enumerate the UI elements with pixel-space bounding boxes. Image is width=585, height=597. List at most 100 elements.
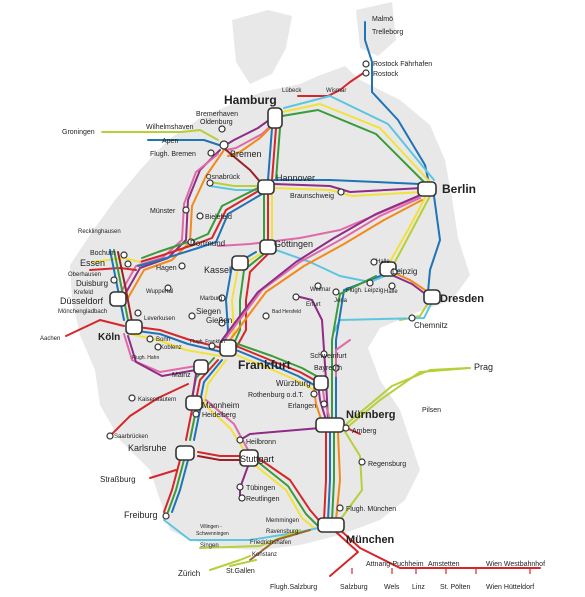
label-prag: Prag	[474, 362, 493, 372]
line-frankfurt-mannheim-c	[203, 359, 227, 405]
label-hagen: Hagen	[156, 265, 177, 272]
label-pilsen: Pilsen	[422, 407, 441, 414]
line-koeln-mainz-a	[123, 333, 197, 373]
line-hamburg-hannover-b	[271, 127, 277, 181]
stop-rostock	[362, 69, 370, 77]
line-saarbruecken	[109, 383, 189, 437]
hub-goettingen	[259, 239, 277, 255]
rail-lines	[65, 21, 541, 577]
hub-muenchen	[317, 517, 345, 533]
germany-silhouette	[70, 66, 470, 550]
label-bremerhaven: Bremerhaven	[196, 111, 238, 118]
line-hamburg-berlin-a	[281, 103, 431, 183]
label-wuppertal: Wuppertal	[146, 289, 173, 295]
line-bremen-muenster-b	[119, 153, 219, 295]
label-singen: Singen	[200, 543, 219, 549]
line-zuerich	[209, 555, 251, 571]
line-frankfurt-wuerzburg-a	[235, 345, 319, 383]
stop-osnabrueck	[206, 179, 214, 187]
label-flugh-hahn: Flugh. Hahn	[132, 355, 159, 361]
label-heidelberg: Heidelberg	[202, 412, 236, 419]
line-hannover-dortmund-c	[141, 187, 259, 259]
line-hannover-berlin-c	[273, 179, 421, 185]
line-bremen-hannover	[225, 149, 263, 185]
line-goettingen-leipzig	[275, 249, 401, 283]
label-marburg: Marburg	[200, 296, 222, 302]
label-heilbronn: Heilbronn	[246, 439, 276, 446]
hub-nuernberg	[315, 417, 345, 433]
label-recklinghausen: Recklinghausen	[78, 229, 121, 235]
label-friedrichshafen: Friedrichshafen	[250, 540, 291, 546]
label-kassel: Kassel	[204, 265, 231, 275]
stop-bochum	[120, 251, 128, 259]
label-attnang: Attnang-Puchheim	[366, 561, 424, 568]
label-malmo: Malmö	[372, 16, 393, 23]
label-karlsruhe: Karlsruhe	[128, 443, 167, 453]
station-labels: Malmö Trelleborg Rostock Fährhafen Rosto…	[40, 16, 545, 591]
stop-regensburg	[358, 458, 366, 466]
stop-muenster	[182, 206, 190, 214]
line-hamburg-berlin-c	[283, 95, 435, 181]
line-kassel-frankfurt-c	[235, 253, 269, 349]
label-bielefeld: Bielefeld	[205, 214, 232, 221]
label-ravensburg: Ravensburg	[266, 529, 298, 535]
line-nuernberg-muenchen-a	[323, 431, 327, 521]
label-hannover: Hannover	[276, 173, 315, 183]
stop-bayreuth	[332, 364, 340, 372]
label-st-poelten: St. Pölten	[440, 584, 470, 591]
label-braunschweig: Braunschweig	[290, 193, 334, 200]
label-muenster: Münster	[150, 208, 176, 215]
hub-mannheim	[185, 395, 203, 411]
hub-kassel	[231, 255, 249, 271]
line-stuttgart-muenchen-a	[257, 457, 323, 525]
line-regensburg	[339, 429, 363, 521]
hub-koeln	[125, 319, 143, 335]
label-reutlingen: Reutlingen	[246, 496, 280, 503]
line-pilsen	[343, 367, 469, 427]
stop-heilbronn	[236, 436, 244, 444]
label-duesseldorf: Düsseldorf	[60, 296, 104, 306]
label-amstetten: Amstetten	[428, 561, 460, 568]
line-karlsruhe-stuttgart-b	[197, 455, 241, 461]
stop-wuppertal	[164, 284, 172, 292]
label-essen: Essen	[80, 258, 105, 268]
label-koblenz: Koblenz	[160, 345, 182, 351]
stop-oldenburg	[218, 125, 226, 133]
line-frankfurt-wuerzburg-b	[235, 349, 317, 387]
label-duisburg: Duisburg	[76, 279, 108, 288]
stop-flugh-muenchen	[336, 504, 344, 512]
line-karlsruhe-freiburg-a	[163, 459, 181, 513]
label-schwenningen: Schwenningen	[196, 531, 229, 537]
line-frankfurt-wuerzburg-d	[231, 341, 321, 379]
line-osnabrueck	[209, 181, 263, 187]
line-hamburg-bremen-a	[223, 117, 273, 147]
stop-kaiserslautern	[128, 394, 136, 402]
hub-karlsruhe	[175, 445, 195, 461]
label-stuttgart: Stuttgart	[240, 454, 275, 464]
line-berlin-frankfurt-a	[225, 197, 421, 339]
line-kassel-frankfurt-b	[231, 253, 265, 349]
stop-koblenz	[154, 343, 162, 351]
label-leipzig: Leipzig	[392, 267, 417, 276]
hub-berlin	[417, 181, 437, 197]
label-wismar: Wismar	[326, 88, 346, 94]
label-wien-huett: Wien Hütteldorf	[486, 584, 534, 591]
line-koeln-frankfurt-c	[129, 333, 221, 357]
line-erfurt	[295, 295, 329, 421]
label-bad-hersfeld: Bad Hersfeld	[272, 309, 301, 315]
label-luebeck: Lübeck	[282, 88, 302, 94]
label-linz: Linz	[412, 584, 425, 591]
stop-schweinfurt	[320, 350, 328, 358]
hub-frankfurt	[219, 339, 237, 357]
label-bremen: Bremen	[230, 149, 262, 159]
stop-leverkusen	[134, 309, 142, 317]
hub-hannover	[257, 179, 275, 195]
label-mannheim: Mannheim	[202, 401, 240, 410]
line-hannover-dortmund-a	[139, 189, 261, 263]
hub-mainz	[193, 359, 209, 375]
stop-bielefeld	[196, 212, 204, 220]
line-stuttgart-muenchen-c	[255, 465, 315, 529]
line-nuernberg-muenchen-b	[327, 431, 331, 521]
label-halle-top: Halle	[376, 259, 390, 265]
